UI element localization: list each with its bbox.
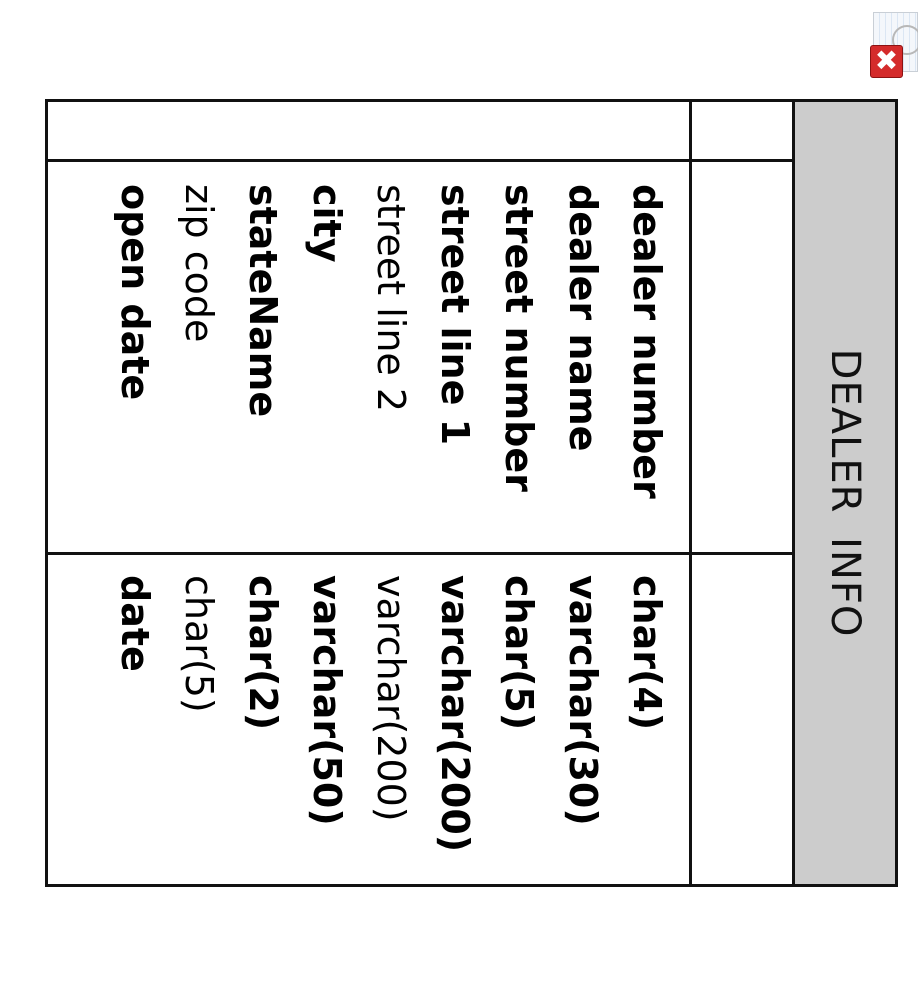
attribute-type: char(5) xyxy=(497,575,541,731)
attribute-list: dealer number char(4) dealer name varcha… xyxy=(48,102,689,884)
attribute-row: city varchar(50) xyxy=(295,102,359,884)
attribute-name: street line 2 xyxy=(369,184,413,413)
attribute-type: varchar(200) xyxy=(433,575,477,853)
attribute-name: stateName xyxy=(241,184,285,418)
entity-dealer-info: DEALER INFO dealer number char(4) dealer… xyxy=(45,99,898,887)
attribute-row: zip code char(5) xyxy=(167,102,231,884)
attribute-name: dealer name xyxy=(561,184,605,452)
thumbnail-circle-glyph xyxy=(892,25,918,55)
attribute-type: char(2) xyxy=(241,575,285,731)
attribute-name: zip code xyxy=(177,184,221,343)
attribute-name: street number xyxy=(497,184,541,492)
attribute-type: date xyxy=(113,575,157,672)
attribute-name: city xyxy=(305,184,349,263)
attribute-type: char(5) xyxy=(177,575,221,713)
attribute-row: stateName char(2) xyxy=(231,102,295,884)
attribute-name: dealer number xyxy=(625,184,669,499)
attribute-type: char(4) xyxy=(625,575,669,731)
entity-title: DEALER INFO xyxy=(792,102,895,884)
close-icon[interactable]: ✖ xyxy=(870,45,903,78)
attribute-row: dealer name varchar(30) xyxy=(551,102,615,884)
attribute-row: street line 2 varchar(200) xyxy=(359,102,423,884)
attribute-name: open date xyxy=(113,184,157,401)
attribute-name: street line 1 xyxy=(433,184,477,446)
attribute-row: street line 1 varchar(200) xyxy=(423,102,487,884)
primary-key-row xyxy=(689,102,792,884)
attribute-type: varchar(200) xyxy=(369,575,413,822)
attribute-row: open date date xyxy=(103,102,167,884)
attribute-type: varchar(50) xyxy=(305,575,349,826)
attribute-type: varchar(30) xyxy=(561,575,605,826)
attribute-row: street number char(5) xyxy=(487,102,551,884)
attribute-row: dealer number char(4) xyxy=(615,102,679,884)
